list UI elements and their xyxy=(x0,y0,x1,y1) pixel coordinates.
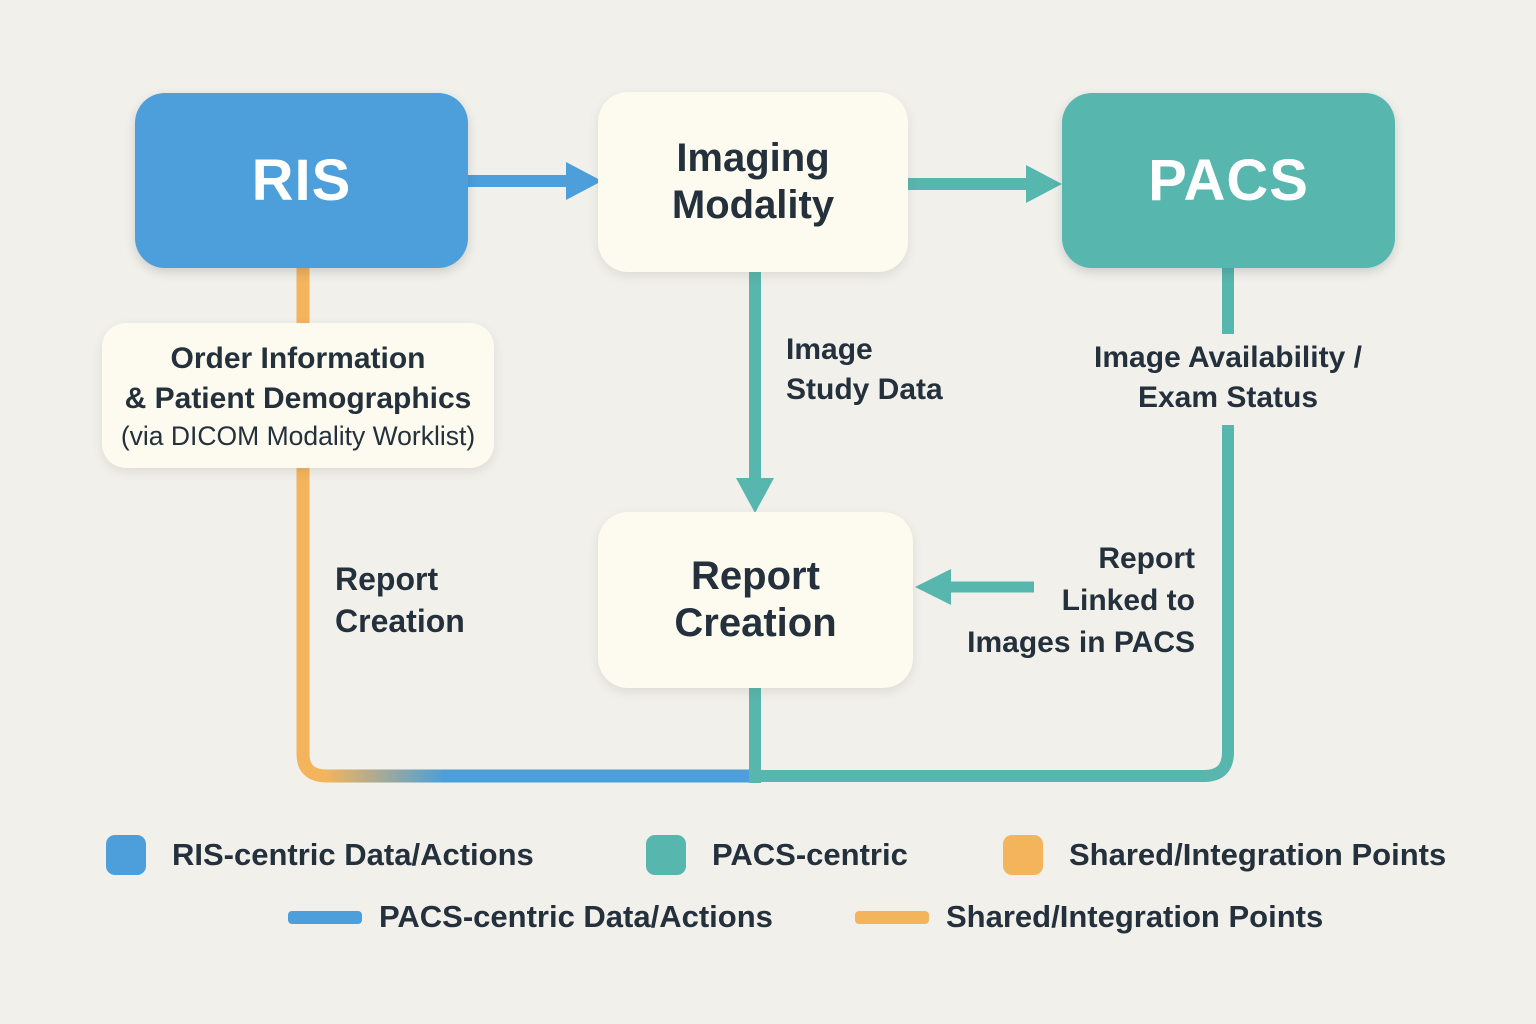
edge-pacs-to-report-line xyxy=(749,268,1234,782)
label-report-linked-to-images: Report Linked to Images in PACS xyxy=(967,542,1195,659)
legend-label: PACS-centric xyxy=(712,837,908,872)
legend-item-ris-centric: RIS-centric Data/Actions xyxy=(106,835,534,875)
legend-label: Shared/Integration Points xyxy=(1069,837,1447,872)
legend-label: RIS-centric Data/Actions xyxy=(172,837,534,872)
label-image-study-data: Image Study Data xyxy=(786,333,943,406)
arrow-pacs-to-report-head xyxy=(915,569,951,605)
order-information-text: Order Information & Patient Demographics xyxy=(124,342,472,415)
node-imaging-modality: Imaging Modality xyxy=(598,92,908,272)
node-report-creation: Report Creation xyxy=(598,512,913,688)
legend-label: Shared/Integration Points xyxy=(946,899,1324,934)
legend-swatch-pacs-teal xyxy=(646,835,686,875)
legend-swatch-blue-line xyxy=(288,910,362,924)
legend-item-shared-points: Shared/Integration Points xyxy=(1003,835,1446,875)
order-information-card: Order Information & Patient Demographics… xyxy=(102,323,494,468)
edge-ris-shared-to-report xyxy=(296,268,749,783)
legend-label: PACS-centric Data/Actions xyxy=(379,899,773,934)
arrow-imaging-to-pacs-head xyxy=(1026,165,1062,203)
node-pacs: PACS xyxy=(1062,93,1395,268)
legend-swatch-orange-line xyxy=(855,910,929,924)
legend-swatch-ris-blue xyxy=(106,835,146,875)
label-report-creation-side: Report Creation xyxy=(335,561,465,640)
legend-item-pacs-centric: PACS-centric xyxy=(646,835,908,875)
legend-swatch-shared-orange xyxy=(1003,835,1043,875)
label-image-availability: Image Availability / Exam Status xyxy=(1058,334,1398,426)
order-information-subtext: (via DICOM Modality Worklist) xyxy=(120,420,476,451)
legend-item-shared-line: Shared/Integration Points xyxy=(855,899,1323,935)
node-ris: RIS xyxy=(135,93,468,268)
legend-item-pacs-line: PACS-centric Data/Actions xyxy=(288,899,773,935)
arrow-ris-to-imaging-head xyxy=(566,162,602,200)
arrow-imaging-to-report-head xyxy=(736,478,774,513)
